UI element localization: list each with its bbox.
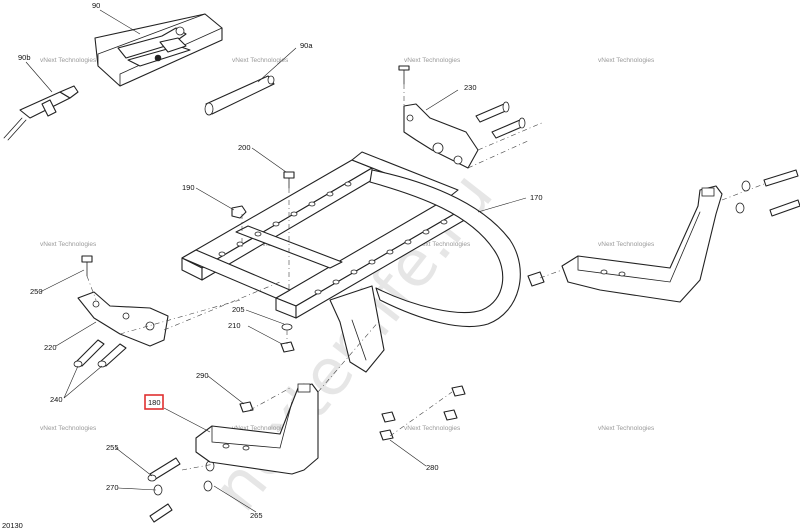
front-left-leg <box>195 383 319 475</box>
assembly-centerlines <box>86 84 765 471</box>
right-leg <box>561 185 723 303</box>
callout-180[interactable]: 180 <box>148 398 161 407</box>
callout-230: 230 <box>464 83 477 92</box>
highlight-box-180 <box>144 394 164 410</box>
callout-170: 170 <box>530 193 543 202</box>
watermark-labels: vNext Technologies vNext Technologies vN… <box>40 57 655 432</box>
watermark-label: vNext Technologies <box>40 57 97 64</box>
watermark-label: vNext Technologies <box>404 57 461 64</box>
callout-190: 190 <box>182 183 195 192</box>
front-left-bracket <box>73 255 169 368</box>
callout-270: 270 <box>106 483 119 492</box>
screwdriver <box>3 85 79 141</box>
callout-240: 240 <box>50 395 63 404</box>
diagram-id-label: 20130 <box>2 521 23 530</box>
callout-labels: 90 90a 90b 230 200 190 170 250 205 210 2… <box>2 1 543 530</box>
callout-265: 265 <box>250 511 263 520</box>
watermark-label: vNext Technologies <box>40 241 97 248</box>
watermark-label: vNext Technologies <box>598 241 655 248</box>
socket-bar <box>204 75 275 116</box>
watermark-label: vNext Technologies <box>232 425 289 432</box>
callout-200: 200 <box>238 143 251 152</box>
watermark-label: vNext Technologies <box>414 241 471 248</box>
tool-kit <box>94 13 223 87</box>
callout-290: 290 <box>196 371 209 380</box>
watermark-label: vNext Technologies <box>598 425 655 432</box>
rear-right-bracket <box>398 65 526 169</box>
main-rack-frame <box>181 151 521 373</box>
watermark-label: vNext Technologies <box>404 425 461 432</box>
frame-holes <box>218 181 448 295</box>
callout-90a: 90a <box>300 41 313 50</box>
callout-280: 280 <box>426 463 439 472</box>
watermark-label: vNext Technologies <box>598 57 655 64</box>
callout-90b: 90b <box>18 53 31 62</box>
callout-220: 220 <box>44 343 57 352</box>
hardware-small-parts <box>147 169 800 523</box>
callout-255: 255 <box>106 443 119 452</box>
callout-205: 205 <box>232 305 245 314</box>
callout-250: 250 <box>30 287 43 296</box>
watermark-label: vNext Technologies <box>40 425 97 432</box>
callout-90: 90 <box>92 1 100 10</box>
leader-lines <box>25 9 527 513</box>
watermark-label: vNext Technologies <box>232 57 289 64</box>
callout-210: 210 <box>228 321 241 330</box>
